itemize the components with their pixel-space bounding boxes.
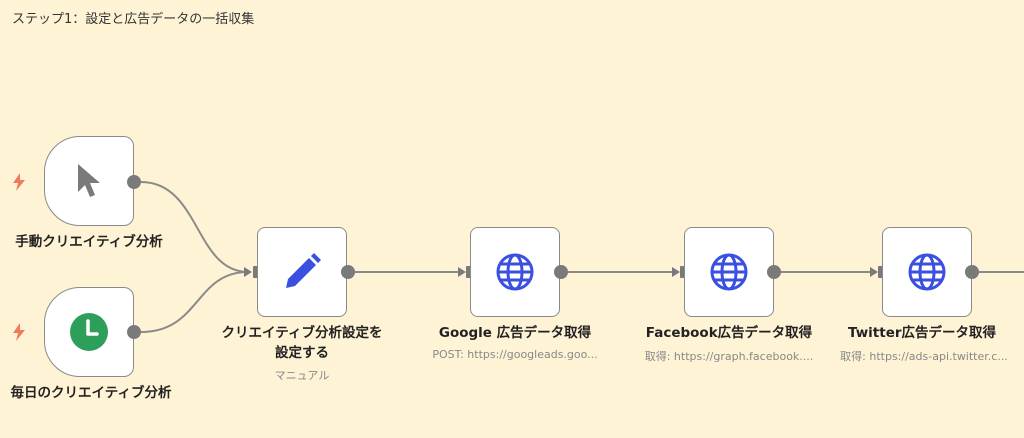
clock-icon [70, 313, 108, 351]
twitter-node[interactable] [882, 227, 972, 317]
twitter-input[interactable] [878, 266, 884, 278]
globe-icon [908, 253, 946, 291]
manual-trigger-output[interactable] [127, 175, 141, 189]
facebook-label: Facebook広告データ取得 [645, 325, 813, 341]
trigger-bolt-icon [13, 173, 25, 191]
twitter-subtitle: 取得: https://ads-api.twitter.c... [840, 350, 1008, 363]
settings-output[interactable] [341, 265, 355, 279]
facebook-subtitle: 取得: https://graph.facebook.... [644, 350, 814, 363]
settings-label-line2: 設定する [275, 345, 329, 361]
arrow-into-facebook [672, 267, 680, 277]
sticky-note-title: ステップ1：設定と広告データの一括収集 [12, 12, 255, 27]
settings-input[interactable] [253, 266, 259, 278]
globe-icon [496, 253, 534, 291]
edge-manual-to-settings [140, 181, 249, 273]
pencil-icon [286, 253, 321, 288]
settings-node[interactable] [257, 227, 347, 317]
google-label: Google 広告データ取得 [438, 325, 592, 341]
facebook-input[interactable] [680, 266, 686, 278]
google-node[interactable] [470, 227, 560, 317]
cursor-icon [78, 164, 100, 197]
twitter-output[interactable] [965, 265, 979, 279]
twitter-label: Twitter広告データ取得 [847, 325, 997, 341]
manual-trigger-label: 手動クリエイティブ分析 [15, 234, 163, 250]
arrow-into-settings [244, 267, 252, 277]
arrow-into-twitter [870, 267, 878, 277]
arrow-into-google [458, 267, 466, 277]
facebook-output[interactable] [767, 265, 781, 279]
manual-trigger-node[interactable] [44, 136, 134, 226]
edge-schedule-to-settings [140, 271, 249, 333]
settings-subtitle: マニュアル [274, 369, 330, 382]
google-subtitle: POST: https://googleads.goo... [432, 348, 598, 361]
schedule-trigger-output[interactable] [127, 325, 141, 339]
google-output[interactable] [554, 265, 568, 279]
google-input[interactable] [466, 266, 472, 278]
schedule-trigger-node[interactable] [44, 287, 134, 377]
facebook-node[interactable] [684, 227, 774, 317]
globe-icon [710, 253, 748, 291]
schedule-trigger-label: 毎日のクリエイティブ分析 [10, 385, 172, 401]
settings-label-line1: クリエイティブ分析設定を [221, 325, 383, 341]
trigger-bolt-icon [13, 323, 25, 341]
